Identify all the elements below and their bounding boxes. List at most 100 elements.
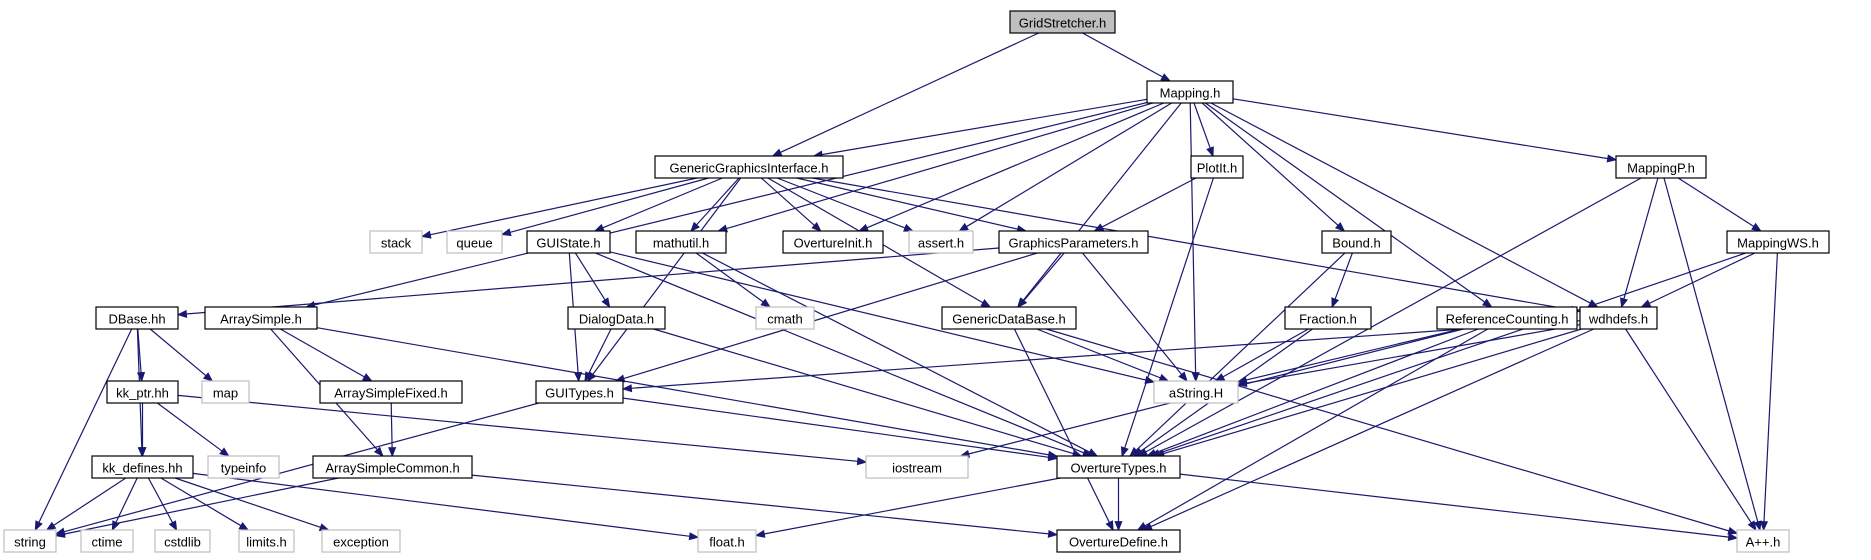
node-label-guistate: GUIState.h — [536, 236, 600, 251]
edge-mapping-to-plotit — [1193, 102, 1211, 149]
node-genericdatabase[interactable]: GenericDataBase.h — [941, 306, 1077, 330]
node-box-plotit — [1190, 155, 1244, 179]
edge-mapping-to-mathutil — [725, 102, 1153, 230]
edge-wdhdefs-to-guitypes — [631, 320, 1581, 389]
arrowhead-kkdefines-to-ctime — [111, 520, 120, 532]
edge-kkdefines-to-cstdlib — [147, 477, 174, 524]
edge-dbase-to-string — [38, 328, 133, 523]
node-overtureinit[interactable]: OvertureInit.h — [782, 230, 884, 254]
node-box-string — [3, 529, 57, 553]
node-wdhdefs[interactable]: wdhdefs.h — [1579, 306, 1658, 330]
arrowhead-arraysimple-to-arraysimplecommon — [373, 446, 384, 458]
node-overturetypes[interactable]: OvertureTypes.h — [1056, 455, 1181, 479]
node-box-arraysimplecommon — [312, 455, 473, 479]
edge-ggi-to-queue — [509, 177, 709, 233]
edge-mappingp-to-mappingws — [1677, 177, 1755, 228]
node-box-mathutil — [635, 230, 727, 254]
node-dialogdata[interactable]: DialogData.h — [567, 306, 666, 330]
node-label-overtureinit: OvertureInit.h — [794, 236, 873, 251]
node-plotit[interactable]: PlotIt.h — [1190, 155, 1244, 179]
node-box-app — [1736, 529, 1790, 553]
node-dbase[interactable]: DBase.hh — [95, 306, 179, 330]
edge-refcounting-to-overturetypes — [1154, 328, 1479, 454]
node-box-guitypes — [535, 380, 624, 404]
arrowhead-guistate-to-astring — [1144, 375, 1156, 384]
node-cstdlib: cstdlib — [154, 529, 211, 553]
node-mappingws[interactable]: MappingWS.h — [1726, 230, 1830, 254]
node-kkdefines[interactable]: kk_defines.hh — [91, 455, 194, 479]
edge-mapping-to-assert — [965, 102, 1173, 228]
node-graphicsparams[interactable]: GraphicsParameters.h — [998, 230, 1149, 254]
node-guitypes[interactable]: GUITypes.h — [535, 380, 624, 404]
arrowhead-kkptr-to-iostream — [856, 457, 868, 466]
arrowhead-overturetypes-to-float — [754, 529, 766, 538]
arrowhead-dbase-to-map — [202, 372, 214, 382]
node-box-map — [201, 380, 250, 404]
node-float: float.h — [697, 529, 757, 553]
node-mathutil[interactable]: mathutil.h — [635, 230, 727, 254]
edge-mappingws-to-app — [1763, 252, 1778, 522]
node-label-dbase: DBase.hh — [108, 312, 165, 327]
edge-refcounting-to-astring — [1245, 328, 1461, 381]
edge-graphicsparams-to-guitypes — [623, 252, 1038, 380]
arrowhead-bound-to-overturetypes — [1129, 446, 1140, 457]
edge-mappingws-to-wdhdefs — [1648, 252, 1756, 305]
arrowhead-kkptr-to-typeinfo — [219, 447, 230, 457]
node-iostream: iostream — [865, 455, 969, 479]
edge-gridstretcher-to-mapping — [1082, 32, 1164, 78]
node-guistate[interactable]: GUIState.h — [526, 230, 611, 254]
arrowhead-kkptr-to-kkdefines — [138, 447, 147, 458]
node-fraction[interactable]: Fraction.h — [1284, 306, 1372, 330]
arrowhead-ggi-to-mathutil — [690, 221, 700, 232]
node-label-arraysimple: ArraySimple.h — [220, 312, 302, 327]
node-arraysimplefixed[interactable]: ArraySimpleFixed.h — [319, 380, 463, 404]
edge-graphicsparams-to-astring — [1082, 252, 1183, 376]
node-label-ggi: GenericGraphicsInterface.h — [670, 161, 829, 176]
node-box-cmath — [755, 306, 815, 330]
node-box-overturetypes — [1056, 455, 1181, 479]
node-label-arraysimplecommon: ArraySimpleCommon.h — [325, 461, 459, 476]
arrowhead-genericdatabase-to-app — [1727, 526, 1739, 535]
node-label-mathutil: mathutil.h — [653, 236, 709, 251]
edge-ggi-to-assert — [776, 177, 906, 229]
node-mapping[interactable]: Mapping.h — [1146, 80, 1234, 104]
node-stack: stack — [369, 230, 423, 254]
node-label-exception: exception — [333, 535, 389, 550]
node-label-arraysimplefixed: ArraySimpleFixed.h — [334, 386, 447, 401]
node-label-guitypes: GUITypes.h — [545, 386, 614, 401]
node-mappingp[interactable]: MappingP.h — [1615, 155, 1707, 179]
node-bound[interactable]: Bound.h — [1321, 230, 1392, 254]
node-label-app: A++.h — [1746, 535, 1781, 550]
node-arraysimple[interactable]: ArraySimple.h — [204, 306, 318, 330]
arrowhead-mappingp-to-app — [1753, 520, 1762, 532]
node-box-stack — [369, 230, 423, 254]
edge-ggi-to-overtureinit — [760, 177, 815, 227]
edge-guistate-to-dialogdata — [574, 252, 606, 301]
arrowhead-bound-to-fraction — [1331, 297, 1340, 309]
node-arraysimplecommon[interactable]: ArraySimpleCommon.h — [312, 455, 473, 479]
node-label-dialogdata: DialogData.h — [579, 312, 654, 327]
edge-wdhdefs-to-overturetypes — [1163, 328, 1582, 455]
node-refcounting[interactable]: ReferenceCounting.h — [1436, 306, 1578, 330]
node-label-wdhdefs: wdhdefs.h — [1588, 312, 1648, 327]
node-overturedefine[interactable]: OvertureDefine.h — [1056, 529, 1181, 553]
edge-arraysimple-to-overturetypes — [316, 327, 1050, 456]
node-label-genericdatabase: GenericDataBase.h — [952, 312, 1065, 327]
arrowhead-gridstretcher-to-mapping — [1160, 73, 1172, 82]
edge-arraysimplecommon-to-overturedefine — [471, 474, 1049, 535]
edge-kkdefines-to-string — [53, 477, 127, 527]
edge-kkdefines-to-float — [192, 472, 691, 537]
node-ggi[interactable]: GenericGraphicsInterface.h — [654, 155, 844, 179]
arrowhead-wdhdefs-to-app — [1747, 520, 1757, 532]
edge-mappingp-to-wdhdefs — [1623, 177, 1659, 300]
edge-bound-to-fraction — [1334, 252, 1353, 300]
edge-mappingws-to-overturetypes — [1158, 252, 1746, 454]
node-label-stack: stack — [381, 236, 412, 251]
node-label-queue: queue — [456, 236, 492, 251]
node-kkptr[interactable]: kk_ptr.hh — [106, 380, 179, 404]
node-label-astring: aString.H — [1169, 386, 1223, 401]
node-label-string: string — [14, 535, 46, 550]
edge-mapping-to-overtureinit — [866, 102, 1165, 229]
node-gridstretcher[interactable]: GridStretcher.h — [1009, 10, 1116, 34]
